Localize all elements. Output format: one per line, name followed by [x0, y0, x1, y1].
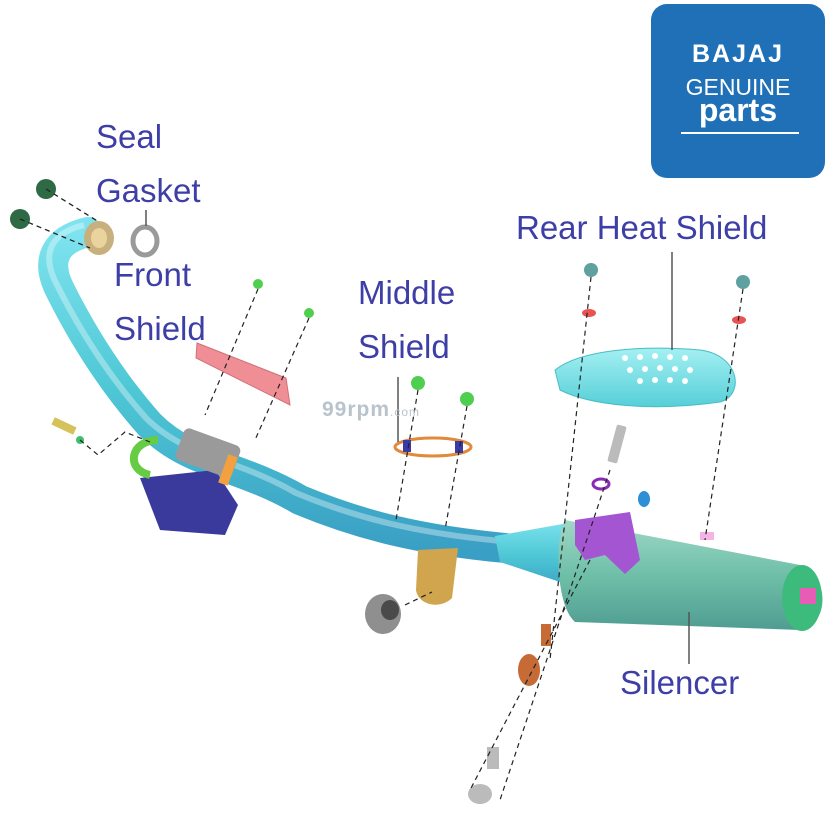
bajaj-genuine-parts-logo: BAJAJ GENUINE parts: [651, 4, 825, 178]
front-heat-shield: [195, 342, 291, 406]
logo-genuine: GENUINE: [685, 74, 791, 100]
middle-mount-bracket: [416, 548, 458, 605]
shield-bolt-icon: [304, 308, 314, 318]
label-middle-shield-line1: Middle: [358, 274, 456, 311]
rear-shield-bolt-icon: [736, 275, 750, 289]
gasket-ring: [130, 224, 160, 258]
label-front-shield-line1: Front: [114, 256, 192, 293]
spring-washer-icon: [638, 491, 650, 507]
green-guard: [129, 436, 159, 479]
exhaust-header-pipe: [38, 217, 520, 563]
logo-brand: BAJAJ: [692, 40, 784, 68]
sensor-bracket: [140, 470, 238, 535]
middle-shield-bolt-icon: [460, 392, 474, 406]
pipe-clamp: [175, 428, 241, 478]
watermark: 99rpm.com: [322, 398, 420, 422]
sensor-bolt-icon: [51, 417, 77, 435]
damper-bush-icon: [518, 654, 540, 686]
silencer-bracket: [575, 512, 640, 574]
label-silencer: Silencer: [620, 664, 740, 701]
rear-shield-bolt-icon: [584, 263, 598, 277]
logo-parts: parts: [698, 92, 778, 128]
rear-heat-shield: [554, 347, 736, 408]
label-middle-shield-line2: Shield: [358, 328, 450, 365]
watermark-main: 99rpm: [322, 398, 391, 421]
middle-shield-bolt-icon: [411, 376, 425, 390]
silencer-mount-bolt-icon: [607, 424, 627, 464]
middle-shield-strap: [393, 436, 473, 458]
label-seal: Seal: [96, 118, 163, 155]
label-front-shield-line2: Shield: [114, 310, 206, 347]
logo-underline: [681, 132, 799, 134]
shield-bolt-icon: [253, 279, 263, 289]
mount-nut-icon: [468, 784, 492, 804]
label-rear-heat-shield: Rear Heat Shield: [516, 209, 768, 246]
label-gasket: Gasket: [96, 172, 201, 209]
watermark-suffix: .com: [390, 405, 421, 419]
